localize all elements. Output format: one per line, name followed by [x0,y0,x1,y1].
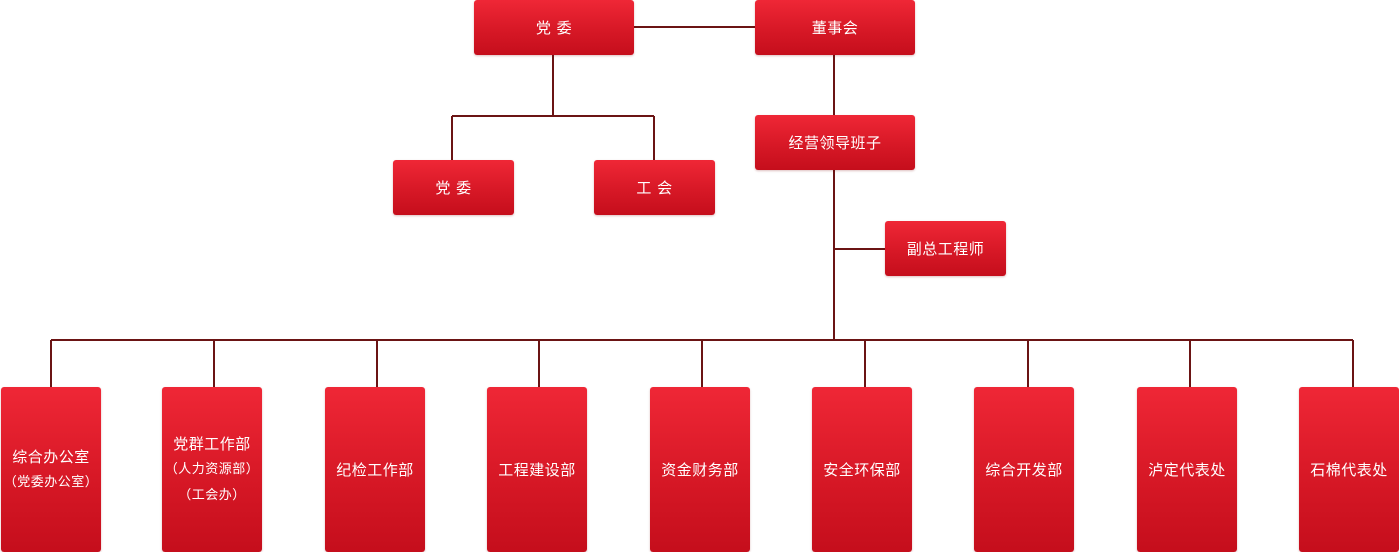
dept-name: 资金财务部 [661,460,739,479]
dept-safety-environment: 安全环保部 [812,387,912,552]
node-board: 董事会 [755,0,915,55]
dept-shimian-office: 石棉代表处 [1299,387,1399,552]
node-trade-union: 工 会 [594,160,715,215]
node-party-committee-top: 党 委 [474,0,634,55]
node-leadership-team-label: 经营领导班子 [788,134,882,152]
dept-development: 综合开发部 [974,387,1074,552]
dept-sub: （工会办） [178,487,246,503]
dept-name: 综合开发部 [985,460,1063,479]
dept-sub: （人力资源部） [164,461,260,477]
node-party-committee-label: 党 委 [435,179,472,197]
dept-name: 党群工作部 [173,434,251,453]
dept-name: 石棉代表处 [1310,460,1388,479]
dept-general-office: 综合办公室 （党委办公室） [1,387,101,552]
dept-luding-office: 泸定代表处 [1137,387,1237,552]
dept-name: 综合办公室 [12,447,90,466]
dept-engineering: 工程建设部 [487,387,587,552]
node-party-committee: 党 委 [393,160,514,215]
dept-discipline: 纪检工作部 [325,387,425,552]
dept-name: 纪检工作部 [336,460,414,479]
node-deputy-chief-engineer-label: 副总工程师 [906,240,985,258]
dept-name: 安全环保部 [823,460,901,479]
node-deputy-chief-engineer: 副总工程师 [885,221,1006,276]
dept-finance: 资金财务部 [650,387,750,552]
node-leadership-team: 经营领导班子 [755,115,915,170]
node-board-label: 董事会 [811,19,859,37]
node-party-committee-top-label: 党 委 [535,19,573,37]
dept-sub: （党委办公室） [3,474,99,490]
dept-name: 工程建设部 [498,460,576,479]
dept-name: 泸定代表处 [1148,460,1226,479]
node-trade-union-label: 工 会 [636,179,673,197]
dept-party-affairs: 党群工作部 （人力资源部） （工会办） [162,387,262,552]
